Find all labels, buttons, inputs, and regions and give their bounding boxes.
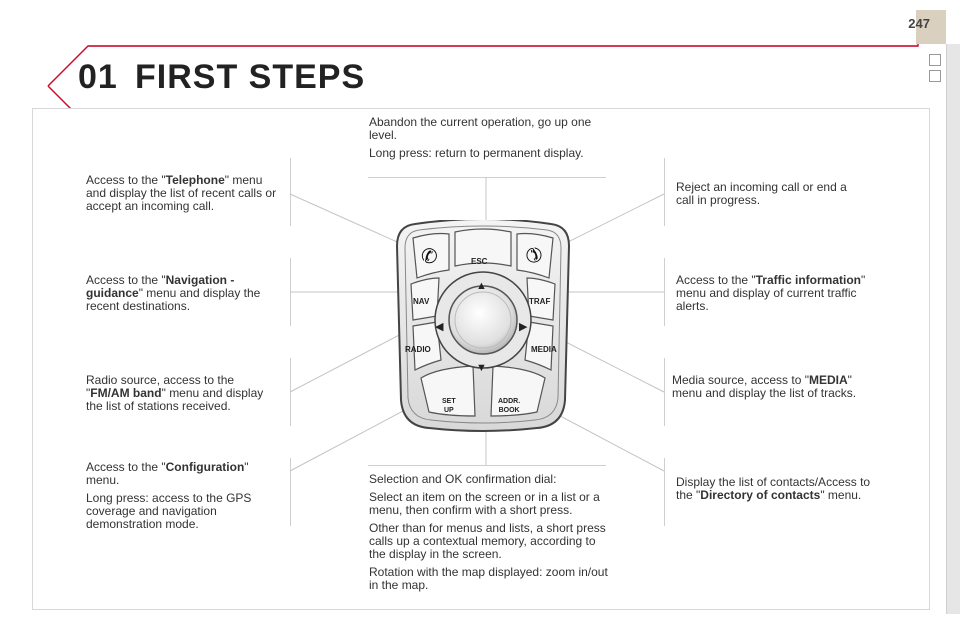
section-title: FIRST STEPS bbox=[135, 58, 366, 96]
configuration-note: Access to the "Configuration" menu. Long… bbox=[86, 460, 252, 531]
radio-key-label[interactable]: RADIO bbox=[405, 345, 431, 354]
media-key-label[interactable]: MEDIA bbox=[531, 345, 557, 354]
divider bbox=[664, 158, 665, 226]
contacts-note: Display the list of contacts/Access to t… bbox=[676, 475, 871, 502]
navigation-note: Access to the "Navigation - guidance" me… bbox=[86, 273, 261, 313]
arrow-up-icon[interactable]: ▲ bbox=[476, 280, 487, 292]
side-box-1 bbox=[929, 54, 941, 66]
page-number: 247 bbox=[908, 16, 930, 31]
reject-note: Reject an incoming call or end a call in… bbox=[676, 180, 847, 207]
side-strip bbox=[929, 44, 960, 614]
esc-note: Abandon the current operation, go up one… bbox=[369, 115, 592, 160]
divider bbox=[290, 258, 291, 326]
divider bbox=[368, 465, 606, 466]
divider bbox=[290, 158, 291, 226]
side-box-2 bbox=[929, 70, 941, 82]
phone-pickup-icon[interactable]: ✆ bbox=[421, 246, 438, 268]
addressbook-key-label[interactable]: ADDR.BOOK bbox=[498, 398, 521, 414]
divider bbox=[664, 258, 665, 326]
arrow-down-icon[interactable]: ▼ bbox=[476, 362, 487, 374]
divider bbox=[664, 458, 665, 526]
radio-note: Radio source, access to the "FM/AM band"… bbox=[86, 373, 264, 413]
telephone-note: Access to the "Telephone" menu and displ… bbox=[86, 173, 277, 213]
selection-dial[interactable] bbox=[453, 290, 513, 350]
arrow-left-icon[interactable]: ◀ bbox=[435, 321, 444, 333]
divider bbox=[664, 358, 665, 426]
divider bbox=[290, 458, 291, 526]
traf-key-label[interactable]: TRAF bbox=[529, 297, 551, 306]
media-note: Media source, access to "MEDIA" menu and… bbox=[672, 373, 857, 400]
corner-tab bbox=[916, 10, 946, 44]
divider bbox=[368, 177, 606, 178]
arrow-right-icon[interactable]: ▶ bbox=[519, 321, 528, 333]
key-outlines bbox=[410, 228, 556, 417]
section-number: 01 bbox=[78, 58, 118, 96]
traffic-note: Access to the "Traffic information" menu… bbox=[676, 273, 866, 313]
divider bbox=[290, 358, 291, 426]
dial-note: Selection and OK confirmation dial: Sele… bbox=[369, 472, 608, 592]
nav-key-label[interactable]: NAV bbox=[413, 297, 430, 306]
esc-key-label[interactable]: ESC bbox=[471, 257, 488, 266]
